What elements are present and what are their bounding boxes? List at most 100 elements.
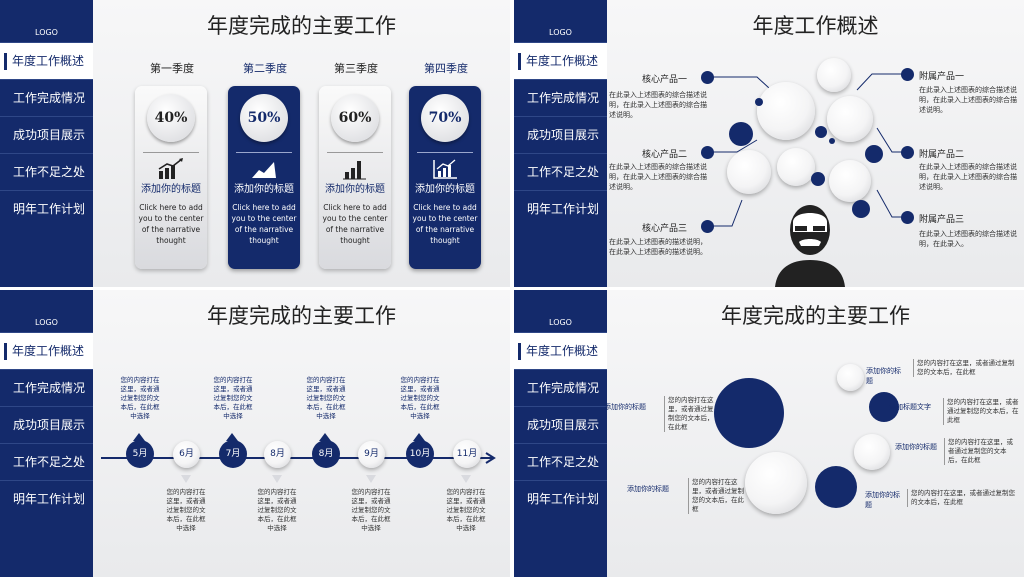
bullet-dot bbox=[701, 146, 714, 159]
small-navy-circle bbox=[815, 466, 857, 508]
month-marker[interactable]: 5月 bbox=[126, 440, 154, 468]
item-label: 添加标题文字 bbox=[889, 403, 931, 411]
divider bbox=[236, 152, 292, 153]
navy-circle bbox=[815, 126, 827, 138]
slide-title: 年度完成的主要工作 bbox=[721, 304, 910, 328]
nav-item-overview[interactable]: 年度工作概述 bbox=[514, 42, 607, 79]
month-marker[interactable]: 8月 bbox=[264, 441, 291, 468]
nav-item-shortcomings[interactable]: 工作不足之处 bbox=[0, 153, 93, 190]
month-marker[interactable]: 10月 bbox=[406, 440, 434, 468]
month-marker[interactable]: 8月 bbox=[312, 440, 340, 468]
card-heading: 添加你的标题 bbox=[325, 184, 385, 195]
item-label: 添加你的标题 bbox=[865, 491, 900, 509]
timeline-top-text: 您的内容打在这里，或者通过复制您的文本后，在此框中选择 bbox=[306, 376, 346, 420]
nav-item-projects[interactable]: 成功项目展示 bbox=[0, 116, 93, 153]
month-marker[interactable]: 11月 bbox=[453, 440, 481, 468]
percent-circle: 40% bbox=[147, 94, 195, 142]
bar-chart-up-icon bbox=[158, 158, 183, 179]
quarter-card[interactable]: 50% 添加你的标题 Click here to add you to the … bbox=[228, 86, 300, 269]
card-heading: 添加你的标题 bbox=[415, 184, 475, 195]
product-label: 核心产品二 bbox=[642, 150, 688, 160]
month-marker[interactable]: 9月 bbox=[358, 441, 385, 468]
product-desc: 在此录入上述图表的综合描述说明，在此录入上述图表的综合描述说明。 bbox=[609, 91, 707, 119]
nav-item-overview[interactable]: 年度工作概述 bbox=[0, 42, 93, 79]
timeline-top-text: 您的内容打在这里，或者通过复制您的文本后，在此框中选择 bbox=[213, 376, 253, 420]
item-text: 您的内容打在这里，或者通过复制您的文本后，在此框 bbox=[907, 489, 1019, 507]
nav-item-completion[interactable]: 工作完成情况 bbox=[514, 79, 607, 116]
card-body: Click here to add you to the center of t… bbox=[322, 203, 388, 245]
slide-content: 年度工作概述 核心产品一 在此录入上述图表的综合描述说明，在此录入上述图表的综合… bbox=[607, 0, 1024, 287]
area-chart-icon bbox=[252, 162, 276, 178]
item-text: 您的内容打在这里，或者通过复制您的文本后，在此框 bbox=[664, 396, 718, 432]
nav-item-next-year[interactable]: 明年工作计划 bbox=[514, 480, 607, 517]
slide-content: 年度完成的主要工作 添加你的标题 您的内容打在这里，或者通过复制您的文本后，在此… bbox=[604, 290, 1024, 577]
quarter-card[interactable]: 60% 添加你的标题 Click here to add you to the … bbox=[319, 86, 391, 269]
line-chart-icon bbox=[433, 159, 457, 179]
item-label: 添加你的标题 bbox=[604, 403, 646, 411]
season-label: 第一季度 bbox=[150, 62, 194, 75]
product-label: 附属产品三 bbox=[919, 215, 965, 225]
item-text: 您的内容打在这里，或者通过复制您的文本后，在此框 bbox=[688, 478, 744, 514]
person-icon bbox=[775, 205, 845, 287]
card-heading: 添加你的标题 bbox=[234, 184, 294, 195]
slide-title: 年度完成的主要工作 bbox=[207, 14, 396, 38]
navy-circle bbox=[811, 172, 825, 186]
logo: LOGO bbox=[35, 28, 58, 37]
timeline bbox=[101, 433, 496, 483]
logo: LOGO bbox=[549, 28, 572, 37]
item-text: 您的内容打在这里，或者通过复制您的文本后，在此框 bbox=[943, 398, 1019, 425]
product-label: 附属产品二 bbox=[919, 150, 965, 160]
quarter-card[interactable]: 40% 添加你的标题 Click here to add you to the … bbox=[135, 86, 207, 269]
logo: LOGO bbox=[35, 318, 58, 327]
nav-item-completion[interactable]: 工作完成情况 bbox=[514, 369, 607, 406]
product-label: 核心产品三 bbox=[642, 224, 688, 234]
product-desc: 在此录入上述图表的描述说明，在此录入上述图表的描述说明。 bbox=[609, 238, 707, 256]
nav-item-shortcomings[interactable]: 工作不足之处 bbox=[514, 443, 607, 480]
slide-title: 年度完成的主要工作 bbox=[207, 304, 396, 328]
large-navy-circle bbox=[714, 378, 784, 448]
large-white-circle bbox=[745, 452, 807, 514]
product-desc: 在此录入上述图表的综合描述说明，在此录入上述图表的综合描述说明。 bbox=[919, 86, 1017, 114]
month-marker[interactable]: 6月 bbox=[173, 441, 200, 468]
slide-4: LOGO 年度工作概述 工作完成情况 成功项目展示 工作不足之处 明年工作计划 … bbox=[514, 290, 1024, 577]
bullet-dot bbox=[901, 211, 914, 224]
bullet-dot bbox=[701, 220, 714, 233]
slide-1: LOGO 年度工作概述 工作完成情况 成功项目展示 工作不足之处 明年工作计划 … bbox=[0, 0, 510, 287]
percent-circle: 70% bbox=[421, 94, 469, 142]
nav-item-projects[interactable]: 成功项目展示 bbox=[514, 116, 607, 153]
product-label: 附属产品一 bbox=[919, 72, 965, 82]
nav-item-next-year[interactable]: 明年工作计划 bbox=[514, 190, 607, 227]
small-white-circle bbox=[854, 434, 890, 470]
season-label: 第四季度 bbox=[424, 62, 468, 75]
item-label: 添加你的标题 bbox=[895, 443, 937, 451]
nav-item-shortcomings[interactable]: 工作不足之处 bbox=[514, 153, 607, 190]
bullet-dot bbox=[701, 71, 714, 84]
small-navy-circle bbox=[869, 392, 899, 422]
sidebar: LOGO 年度工作概述 工作完成情况 成功项目展示 工作不足之处 明年工作计划 bbox=[0, 0, 93, 287]
month-marker[interactable]: 7月 bbox=[219, 440, 247, 468]
nav-item-next-year[interactable]: 明年工作计划 bbox=[0, 190, 93, 227]
nav-item-completion[interactable]: 工作完成情况 bbox=[0, 79, 93, 116]
slide-3: LOGO 年度工作概述 工作完成情况 成功项目展示 工作不足之处 明年工作计划 … bbox=[0, 290, 510, 577]
nav-item-overview[interactable]: 年度工作概述 bbox=[0, 332, 93, 369]
bar-chart-icon bbox=[343, 161, 366, 180]
product-desc: 在此录入上述图表的综合描述说明，在此录入上述图表的综合描述说明。 bbox=[609, 163, 707, 191]
logo: LOGO bbox=[549, 318, 572, 327]
white-circle bbox=[827, 96, 873, 142]
nav-item-projects[interactable]: 成功项目展示 bbox=[514, 406, 607, 443]
nav-item-next-year[interactable]: 明年工作计划 bbox=[0, 480, 93, 517]
divider bbox=[417, 152, 473, 153]
card-body: Click here to add you to the center of t… bbox=[138, 203, 204, 245]
card-heading: 添加你的标题 bbox=[141, 184, 201, 195]
quarter-card[interactable]: 70% 添加你的标题 Click here to add you to the … bbox=[409, 86, 481, 269]
percent-circle: 50% bbox=[240, 94, 288, 142]
navy-circle bbox=[865, 145, 883, 163]
white-circle bbox=[829, 160, 871, 202]
item-text: 您的内容打在这里，或者通过复制您的文本后，在此框 bbox=[913, 359, 1017, 377]
nav-item-completion[interactable]: 工作完成情况 bbox=[0, 369, 93, 406]
white-circle bbox=[817, 58, 851, 92]
nav-item-projects[interactable]: 成功项目展示 bbox=[0, 406, 93, 443]
item-label: 添加你的标题 bbox=[866, 367, 901, 385]
nav-item-overview[interactable]: 年度工作概述 bbox=[514, 332, 607, 369]
nav-item-shortcomings[interactable]: 工作不足之处 bbox=[0, 443, 93, 480]
